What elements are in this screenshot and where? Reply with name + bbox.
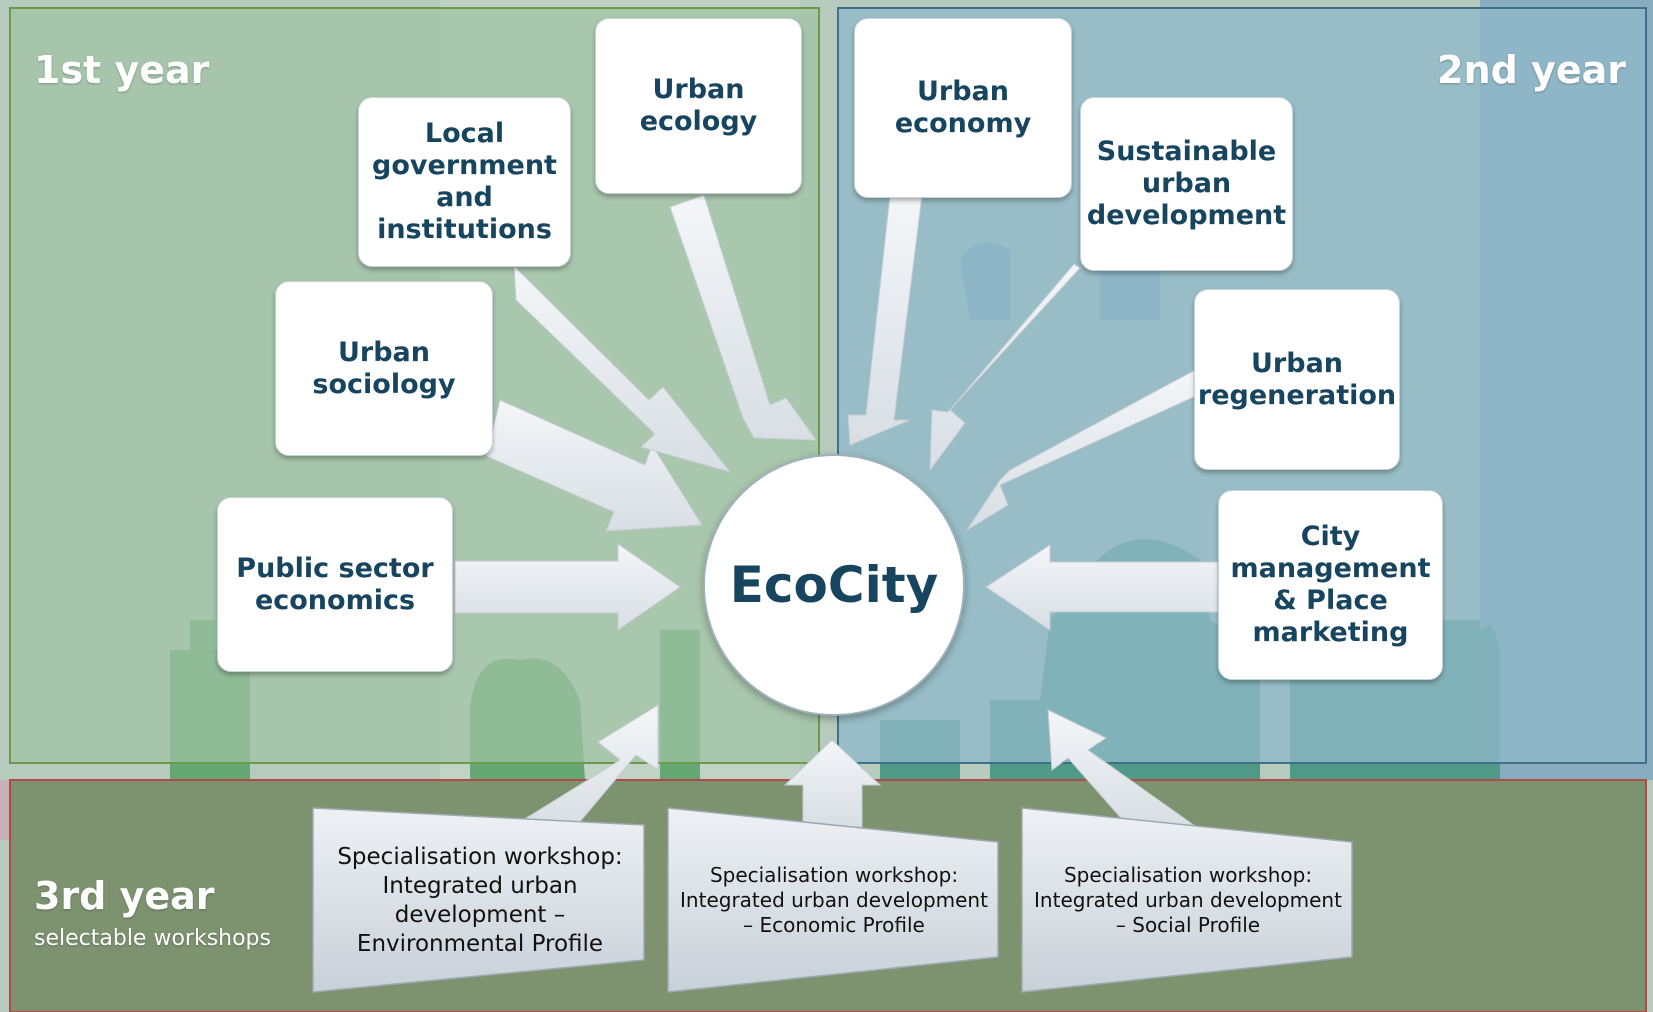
topic-city-management: City management & Place marketing bbox=[1218, 490, 1443, 680]
topic-sustainable-urban-development: Sustainable urban development bbox=[1080, 97, 1293, 271]
topic-public-sector-economics: Public sector economics bbox=[217, 497, 453, 672]
year3-label: 3rd year bbox=[34, 874, 215, 918]
workshop-economic-shape bbox=[667, 807, 999, 993]
year3-sublabel: selectable workshops bbox=[34, 926, 271, 951]
arrow-ws-environmental bbox=[505, 704, 659, 831]
workshop-environmental: Specialisation workshop: Integrated urba… bbox=[337, 844, 623, 957]
arrow-urban-economy bbox=[847, 194, 923, 446]
arrow-ws-social bbox=[1047, 709, 1197, 827]
arrow-ws-economic bbox=[783, 739, 882, 828]
year1-label: 1st year bbox=[34, 48, 210, 92]
arrow-urban-ecology bbox=[669, 194, 817, 441]
arrow-local-government bbox=[513, 264, 732, 473]
arrow-urban-sociology bbox=[485, 399, 703, 532]
workshop-economic: Specialisation workshop: Integrated urba… bbox=[680, 863, 988, 937]
topic-urban-ecology: Urban ecology bbox=[595, 18, 802, 194]
topic-urban-economy: Urban economy bbox=[854, 18, 1072, 198]
topic-urban-regeneration: Urban regeneration bbox=[1194, 289, 1400, 470]
workshop-environmental-shape bbox=[312, 807, 645, 993]
year2-label: 2nd year bbox=[1437, 48, 1626, 92]
workshop-social-shape bbox=[1021, 807, 1353, 993]
arrow-urban-regeneration bbox=[966, 369, 1197, 531]
arrow-city-management bbox=[985, 544, 1219, 631]
workshop-social: Specialisation workshop: Integrated urba… bbox=[1034, 863, 1342, 937]
topic-urban-sociology: Urban sociology bbox=[275, 281, 493, 456]
arrows bbox=[454, 194, 1219, 831]
topic-local-government: Local government and institutions bbox=[358, 97, 571, 267]
arrow-public-sector bbox=[454, 543, 681, 631]
arrow-sustainable bbox=[929, 263, 1081, 472]
ecocity-hub: EcoCity bbox=[703, 454, 965, 716]
